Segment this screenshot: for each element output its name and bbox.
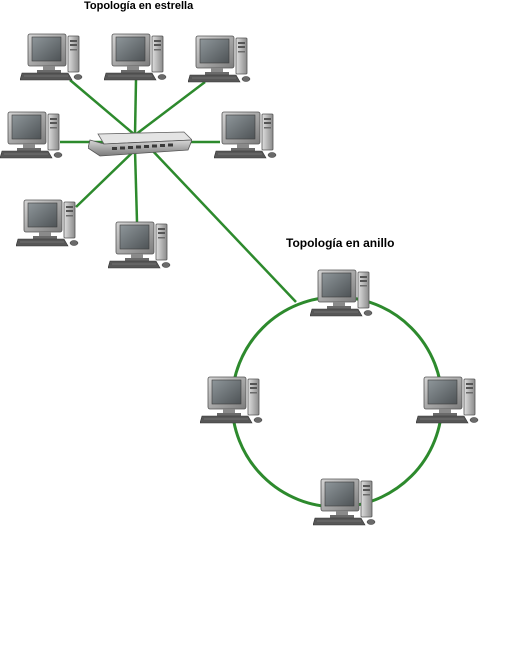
desktop-computer-icon xyxy=(108,220,178,272)
desktop-computer-icon xyxy=(416,375,486,427)
desktop-computer-icon xyxy=(200,375,270,427)
star-link-bottom-center xyxy=(133,149,139,223)
star-link-top-center xyxy=(133,79,138,136)
ring-computer-top xyxy=(310,268,380,320)
star-computer-2 xyxy=(104,32,174,84)
ring-topology-title: Topología en anillo xyxy=(286,236,395,250)
star-to-ring-link xyxy=(149,147,297,303)
star-hub xyxy=(88,130,192,158)
star-computer-1 xyxy=(20,32,90,84)
desktop-computer-icon xyxy=(313,477,383,529)
star-link-top-left xyxy=(69,79,136,136)
star-computer-3 xyxy=(188,34,258,86)
network-switch-icon xyxy=(88,131,192,157)
desktop-computer-icon xyxy=(214,110,284,162)
desktop-computer-icon xyxy=(310,268,380,320)
desktop-computer-icon xyxy=(104,32,174,84)
ring-computer-left xyxy=(200,375,270,427)
desktop-computer-icon xyxy=(16,198,86,250)
star-computer-7 xyxy=(108,220,178,272)
ring-computer-bottom xyxy=(313,477,383,529)
star-computer-5 xyxy=(214,110,284,162)
ring-computer-right xyxy=(416,375,486,427)
star-computer-4 xyxy=(0,110,70,162)
desktop-computer-icon xyxy=(0,110,70,162)
star-link-top-right xyxy=(134,81,206,136)
star-link-bottom-left xyxy=(75,149,136,208)
desktop-computer-icon xyxy=(188,34,258,86)
desktop-computer-icon xyxy=(20,32,90,84)
star-computer-6 xyxy=(16,198,86,250)
star-topology-title: Topología en estrella xyxy=(84,0,194,12)
